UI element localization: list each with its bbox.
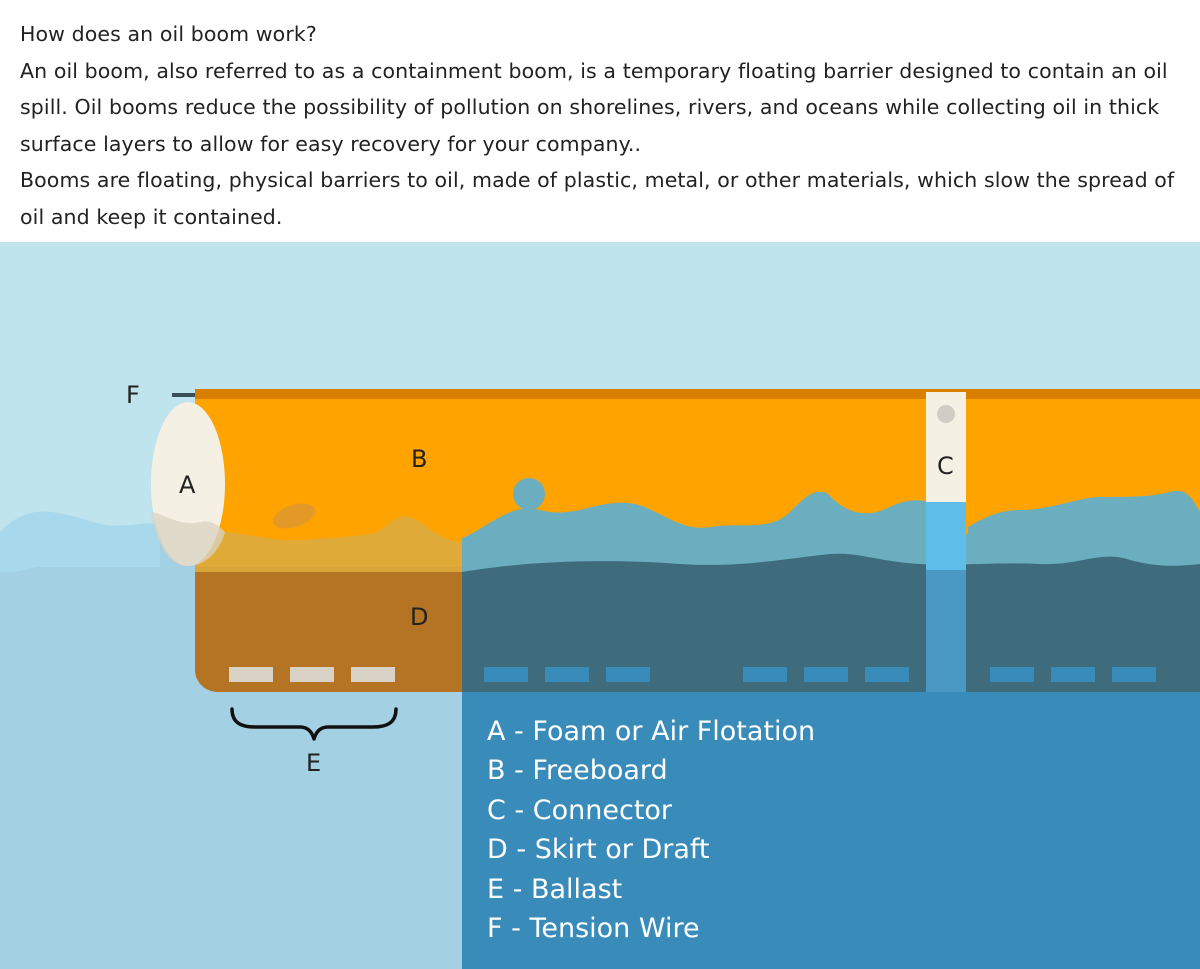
- legend-item-d: D - Skirt or Draft: [487, 834, 710, 866]
- cutaway-legend-panel: [462, 692, 1200, 969]
- label-a: A: [179, 471, 196, 499]
- label-b: B: [411, 445, 427, 473]
- ballast-weight: [229, 667, 273, 682]
- ballast-weight: [606, 667, 650, 682]
- ballast-brace: [230, 707, 398, 741]
- oil-blob: [272, 503, 316, 529]
- intro-heading: How does an oil boom work?: [20, 22, 317, 46]
- intro-paragraph-2: Booms are floating, physical barriers to…: [20, 168, 1175, 229]
- cutaway-deep-water: [462, 553, 1200, 692]
- oil-water-mix: [195, 516, 462, 572]
- foam-flotation-submerged: [151, 512, 225, 566]
- ballast-weight: [743, 667, 787, 682]
- ballast-weight: [990, 667, 1034, 682]
- connector-submerged-band: [926, 520, 966, 570]
- ballast-weight: [545, 667, 589, 682]
- cutaway-surface-water: [462, 490, 1200, 572]
- legend-item-b: B - Freeboard: [487, 755, 668, 787]
- intro-paragraph-1: An oil boom, also referred to as a conta…: [20, 58, 1168, 156]
- tension-wire: [195, 389, 1200, 399]
- legend-item-f: F - Tension Wire: [487, 913, 700, 945]
- legend-item-c: C - Connector: [487, 794, 673, 826]
- ballast-weight: [484, 667, 528, 682]
- label-e: E: [306, 749, 321, 777]
- label-f: F: [126, 381, 140, 409]
- ballast-weight: [865, 667, 909, 682]
- legend-item-a: A - Foam or Air Flotation: [487, 716, 816, 747]
- water-bubble: [513, 478, 545, 510]
- ballast-weight: [1051, 667, 1095, 682]
- legend: A - Foam or Air Flotation B - Freeboard …: [487, 712, 815, 948]
- ballast-weight: [804, 667, 848, 682]
- water-surface-left: [0, 511, 160, 573]
- ballast-weight: [351, 667, 395, 682]
- ballast-weight: [290, 667, 334, 682]
- intro-text: How does an oil boom work? An oil boom, …: [20, 16, 1195, 235]
- legend-item-e: E - Ballast: [487, 873, 623, 905]
- ballast-weight: [1112, 667, 1156, 682]
- label-d: D: [410, 603, 428, 631]
- connector-bolt: [937, 405, 955, 423]
- oil-boom-diagram: F A B C D E A - Foam or Air Flotation B …: [0, 242, 1200, 969]
- label-c: C: [937, 452, 954, 480]
- connector-underwater: [926, 547, 966, 692]
